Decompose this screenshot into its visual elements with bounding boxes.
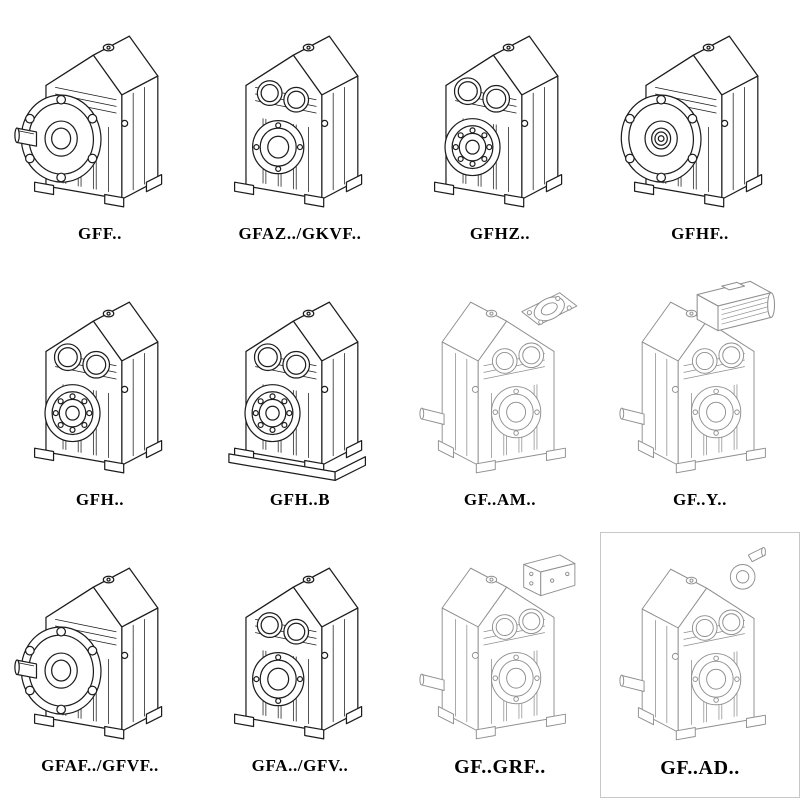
product-cell-gfh: GFH.. — [0, 266, 200, 532]
product-cell-gfhf: GFHF.. — [600, 0, 800, 266]
gfhb-gearbox-drawing — [204, 270, 396, 488]
gf-am-gearbox-drawing — [404, 270, 596, 488]
product-label: GFH.. — [75, 490, 125, 509]
product-label: GFHF.. — [671, 224, 729, 243]
gfa-gfv-gearbox-drawing — [204, 536, 396, 754]
product-label: GFH..B — [269, 490, 331, 509]
gf-grf-gearbox-drawing — [404, 536, 596, 754]
product-label: GFF.. — [78, 224, 122, 243]
product-cell-gf-grf: GF..GRF.. — [400, 532, 600, 798]
product-cell-gfhb: GFH..B — [200, 266, 400, 532]
gfhf-gearbox-drawing — [604, 4, 796, 222]
gf-ad-gearbox-drawing — [604, 537, 796, 755]
product-label: GF..AM.. — [463, 490, 537, 509]
gfh-gearbox-drawing — [4, 270, 196, 488]
product-cell-gfa-gfv: GFA../GFV.. — [200, 532, 400, 798]
gfhz-gearbox-drawing — [404, 4, 596, 222]
gff-gearbox-drawing — [4, 4, 196, 222]
gf-y-gearbox-drawing — [604, 270, 796, 488]
product-label: GF..Y.. — [673, 490, 727, 509]
product-label: GFAF../GFVF.. — [41, 756, 159, 775]
product-label: GFAZ../GKVF.. — [238, 224, 362, 243]
product-label: GF..AD.. — [660, 757, 740, 779]
product-label: GFHZ.. — [469, 224, 531, 243]
product-cell-gf-y: GF..Y.. — [600, 266, 800, 532]
product-cell-gfhz: GFHZ.. — [400, 0, 600, 266]
product-cell-gf-ad: GF..AD.. — [600, 532, 800, 798]
product-cell-gff: GFF.. — [0, 0, 200, 266]
product-cell-gfaf-gfvf: GFAF../GFVF.. — [0, 532, 200, 798]
product-cell-gf-am: GF..AM.. — [400, 266, 600, 532]
product-label: GFA../GFV.. — [251, 756, 349, 775]
gfaf-gfvf-gearbox-drawing — [4, 536, 196, 754]
product-label: GF..GRF.. — [454, 756, 546, 778]
product-cell-gfaz-gkvf: GFAZ../GKVF.. — [200, 0, 400, 266]
gfaz-gkvf-gearbox-drawing — [204, 4, 396, 222]
